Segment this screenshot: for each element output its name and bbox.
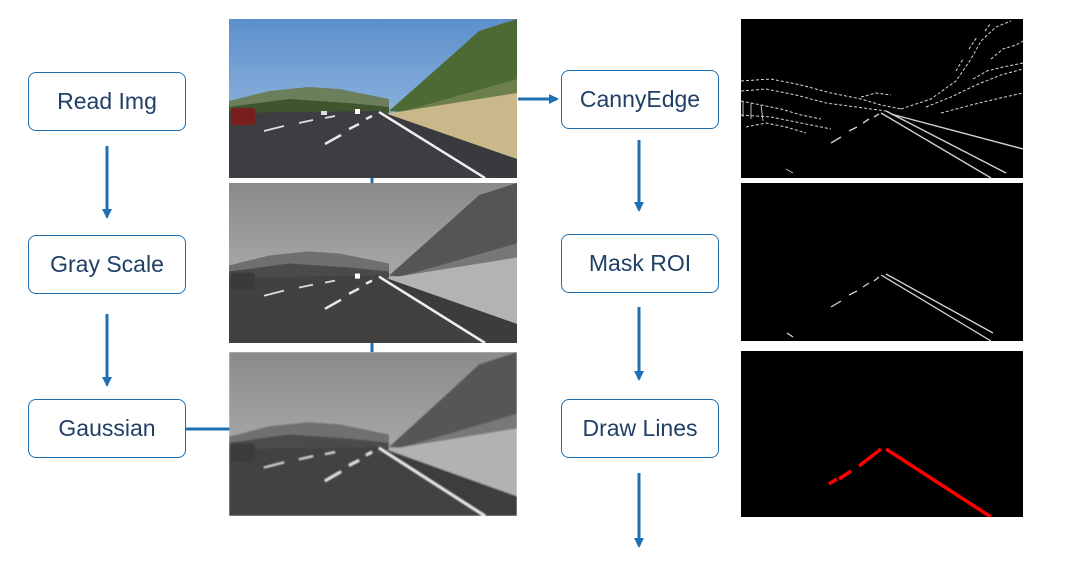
mask-roi-image (741, 183, 1023, 341)
step-read-img[interactable]: Read Img (28, 72, 186, 131)
canny-edge-image (741, 19, 1023, 178)
step-canny-edge[interactable]: CannyEdge (561, 70, 719, 129)
step-gray-scale[interactable]: Gray Scale (28, 235, 186, 294)
step-draw-lines[interactable]: Draw Lines (561, 399, 719, 458)
road-image-grayscale (229, 183, 517, 343)
road-image-color (229, 19, 517, 178)
road-image-gaussian (229, 352, 517, 516)
draw-lines-image (741, 351, 1023, 517)
step-gaussian[interactable]: Gaussian (28, 399, 186, 458)
step-mask-roi[interactable]: Mask ROI (561, 234, 719, 293)
